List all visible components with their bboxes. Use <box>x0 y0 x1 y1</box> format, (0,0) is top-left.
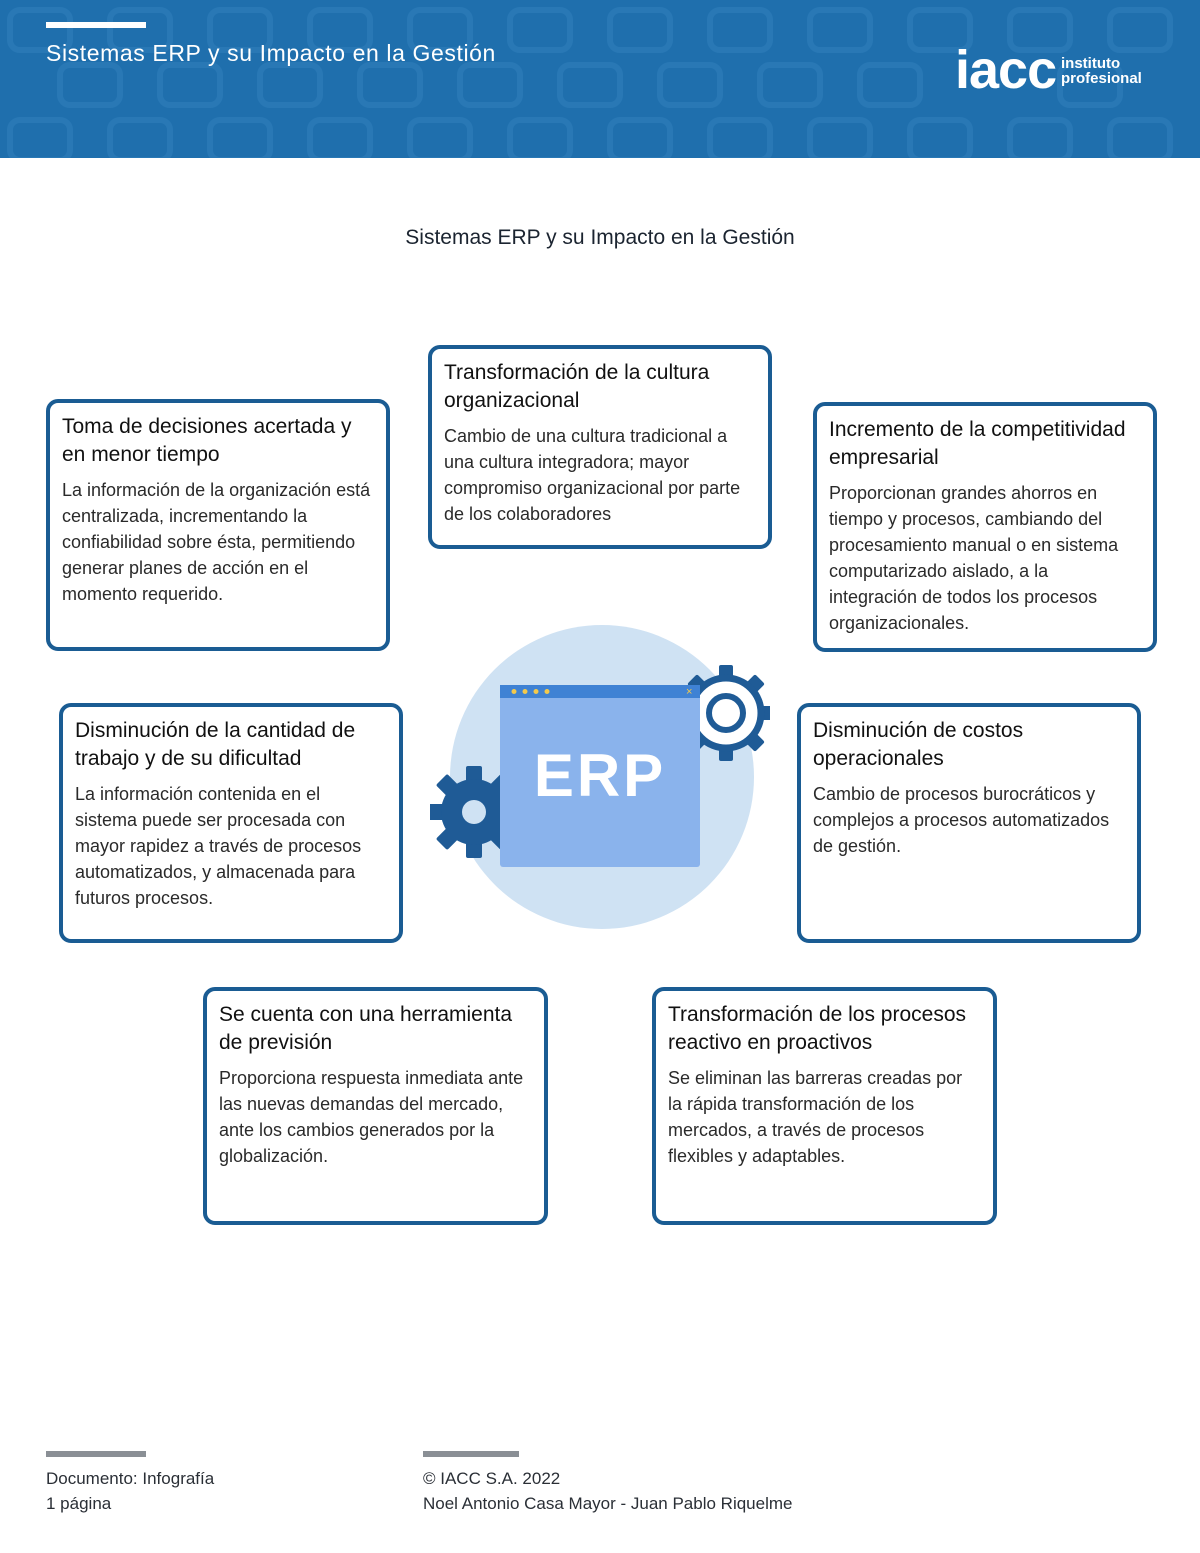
footer-copyright: © IACC S.A. 2022 <box>423 1469 561 1488</box>
box-herramienta-prevision: Se cuenta con una herramienta de previsi… <box>203 987 548 1225</box>
iacc-logo: iacc instituto profesional <box>955 40 1160 100</box>
box-costos-operacionales: Disminución de costos operacionales Camb… <box>797 703 1141 943</box>
box-text: Proporciona respuesta inmediata ante las… <box>219 1068 524 1166</box>
box-text: La información contenida en el sistema p… <box>75 784 362 908</box>
document-title: Sistemas ERP y su Impacto en la Gestión <box>405 226 795 249</box>
box-cultura-organizacional: Transformación de la cultura organizacio… <box>428 345 772 549</box>
box-text: Se eliminan las barreras creadas por la … <box>668 1068 963 1166</box>
erp-illustration: × ERP <box>430 625 770 929</box>
box-title: Disminución de la cantidad de trabajo y … <box>75 719 356 770</box>
footer-left-bar <box>46 1451 146 1457</box>
svg-text:×: × <box>686 686 692 698</box>
box-text: Cambio de procesos burocráticos y comple… <box>813 784 1110 856</box>
header-accent-bar <box>46 22 146 28</box>
box-text: Proporcionan grandes ahorros en tiempo y… <box>829 483 1119 633</box>
box-procesos-proactivos: Transformación de los procesos reactivo … <box>652 987 997 1225</box>
header-banner: Sistemas ERP y su Impacto en la Gestión … <box>0 0 1200 158</box>
box-title: Incremento de la competitividad empresar… <box>829 418 1126 469</box>
footer-page-count: 1 página <box>46 1494 112 1513</box>
box-title: Se cuenta con una herramienta de previsi… <box>219 1003 513 1054</box>
box-title: Toma de decisiones acertada y en menor t… <box>62 415 352 466</box>
footer-doc-type: Documento: Infografía <box>46 1469 215 1488</box>
box-text: Cambio de una cultura tradicional a una … <box>444 426 741 524</box>
header-title: Sistemas ERP y su Impacto en la Gestión <box>46 40 496 66</box>
footer-right-bar <box>423 1451 519 1457</box>
box-title: Transformación de los procesos reactivo … <box>668 1003 967 1054</box>
logo-subtitle: instituto profesional <box>1061 55 1142 87</box>
box-cantidad-trabajo: Disminución de la cantidad de trabajo y … <box>59 703 403 943</box>
box-title: Transformación de la cultura organizacio… <box>444 361 710 412</box>
footer-authors: Noel Antonio Casa Mayor - Juan Pablo Riq… <box>423 1494 793 1513</box>
box-competitividad: Incremento de la competitividad empresar… <box>813 402 1157 652</box>
box-text: La información de la organización está c… <box>62 480 371 604</box>
erp-window-icon: × <box>500 685 700 867</box>
logo-wordmark: iacc <box>955 40 1057 100</box>
box-toma-decisiones: Toma de decisiones acertada y en menor t… <box>46 399 390 651</box>
header-pattern <box>7 7 1173 158</box>
box-title: Disminución de costos operacionales <box>813 719 1024 770</box>
erp-label: ERP <box>534 742 666 809</box>
